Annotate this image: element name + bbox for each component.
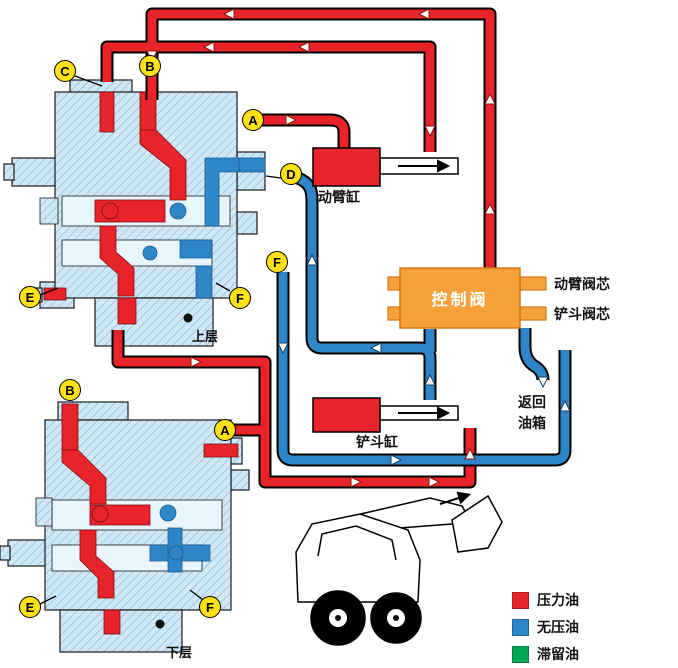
valve-upper-section: [3, 79, 266, 347]
trapped-oil-label: 滞留油: [537, 646, 579, 662]
legend-row-trapped: 滞留油: [512, 644, 579, 664]
port-badge-a-lower: A: [214, 419, 236, 441]
bucket-cylinder-graphic: [312, 397, 459, 433]
unpressured-oil-label: 无压油: [537, 619, 579, 635]
legend-row-unpressured: 无压油: [512, 617, 579, 637]
bucket-cylinder-label: 铲斗缸: [356, 434, 398, 450]
unpressured-oil-swatch: [512, 618, 529, 636]
bucket-spool-label: 铲斗阀芯: [554, 306, 610, 322]
port-badge-b-upper: B: [139, 55, 161, 77]
control-valve-label: 控制阀: [431, 292, 489, 309]
return-tank-label: 返回 油箱: [518, 394, 546, 431]
loader-sketch: [295, 488, 503, 646]
pressure-oil-label: 压力油: [537, 592, 579, 608]
legend-row-pressure: 压力油: [512, 590, 579, 610]
port-badge-f-pipe: F: [266, 251, 288, 273]
port-badge-f-upper: F: [229, 287, 251, 309]
port-badge-e-lower: E: [19, 596, 41, 618]
port-badge-d-upper: D: [280, 163, 302, 185]
leader-lines: [39, 75, 282, 605]
lower-layer-label: 下层: [166, 645, 193, 660]
trapped-oil-swatch: [512, 645, 529, 663]
pressure-oil-swatch: [512, 591, 529, 609]
control-valve-graphic: [387, 267, 547, 329]
boom-cylinder-graphic: [312, 147, 459, 187]
blue-pipes: [276, 172, 572, 467]
valve-lower-section: [0, 401, 250, 653]
upper-layer-label: 上层: [192, 329, 219, 344]
port-badge-e-upper: E: [19, 286, 41, 308]
port-badge-b-lower: B: [59, 379, 81, 401]
port-badge-a-upper: A: [242, 109, 264, 131]
legend: 压力油 无压油 滞留油: [512, 590, 579, 664]
port-badge-c-upper: C: [54, 60, 76, 82]
boom-spool-label: 动臂阀芯: [554, 276, 610, 292]
port-badge-f-lower: F: [199, 596, 221, 618]
boom-cylinder-label: 动臂缸: [318, 189, 360, 205]
